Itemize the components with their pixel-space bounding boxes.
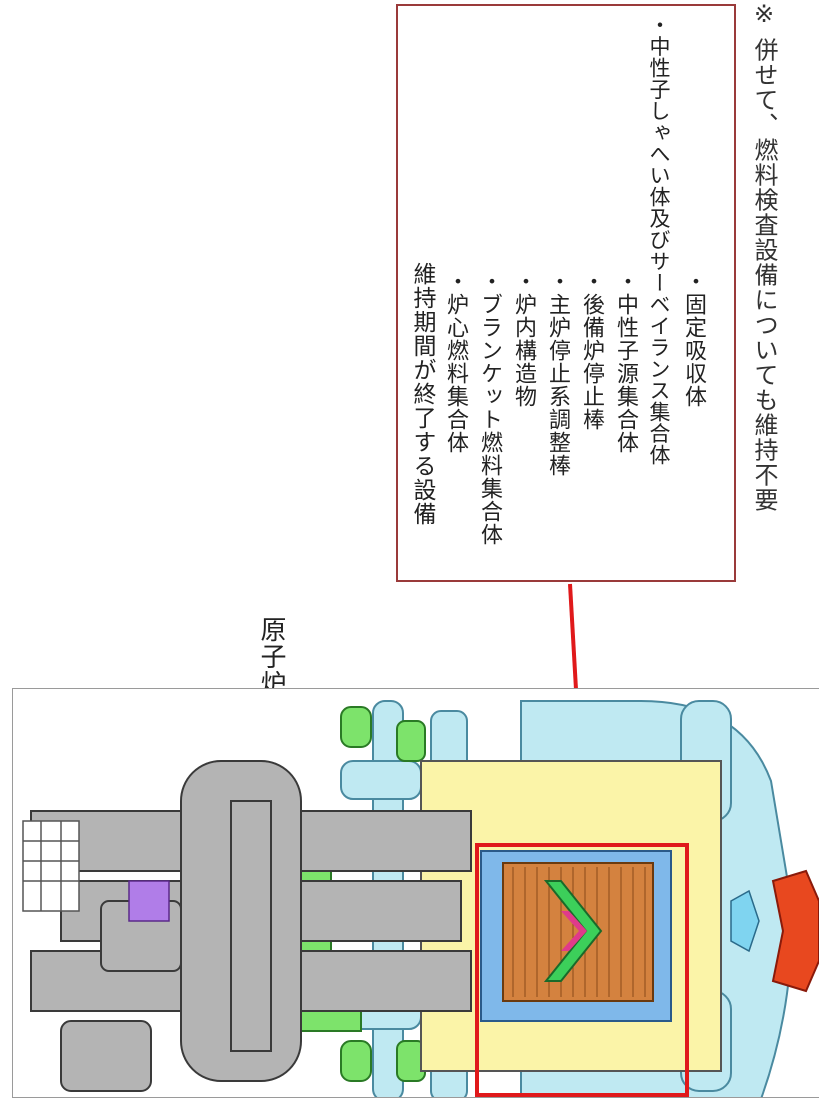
purple-component	[128, 880, 170, 922]
callout-item-shield-surveillance: ・中性子しゃへい体及びサーベイランス集合体	[647, 14, 671, 466]
callout-item-blanket-fuel: ・ブランケット燃料集合体	[477, 270, 502, 546]
reactor-cutaway-illustration	[22, 700, 819, 1097]
callout-heading: 維持期間が終了する設備	[409, 262, 435, 526]
vessel-support	[771, 869, 819, 993]
callout-item-fixed-absorber: ・固定吸収体	[681, 270, 706, 408]
callout-item-internals: ・炉内構造物	[511, 270, 536, 408]
callout-item-core-fuel: ・炉心燃料集合体	[443, 270, 468, 454]
callout-item-neutron-source: ・中性子源集合体	[613, 270, 638, 454]
callout-item-backup-rod: ・後備炉停止棒	[579, 270, 604, 431]
bottom-star-fitting	[730, 889, 760, 953]
highlight-rectangle	[475, 843, 689, 1097]
equipment-callout-box	[396, 4, 736, 582]
rotating-plug-machinery	[30, 760, 472, 1092]
footnote-text: ※ 併せて、燃料検査設備についても維持不要	[750, 0, 778, 513]
callout-item-control-rod: ・主炉停止系調整棒	[545, 270, 570, 477]
reactor-illustration-frame	[12, 688, 819, 1098]
reactor-core	[502, 862, 654, 1002]
top-mechanism	[22, 820, 80, 912]
